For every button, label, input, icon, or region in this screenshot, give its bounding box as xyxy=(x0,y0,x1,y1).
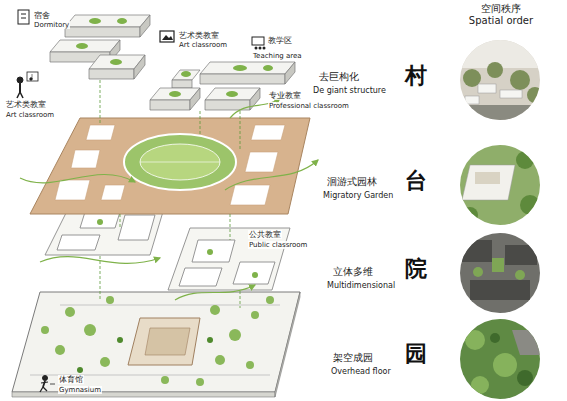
photo-village xyxy=(458,38,543,122)
ground-slab xyxy=(12,292,300,397)
order-en: Migratory Garden xyxy=(322,191,394,200)
label-zh: 艺术类教室 xyxy=(178,31,220,40)
garden-plate xyxy=(30,118,310,214)
section-title: 空间秩序 Spatial order xyxy=(468,3,534,27)
label-zh: 教学区 xyxy=(267,36,293,45)
photo-garden xyxy=(458,143,542,227)
label-zh: 宿舍 xyxy=(33,11,51,20)
order-character: 台 xyxy=(404,168,428,193)
order-character: 园 xyxy=(404,341,428,366)
order-character: 院 xyxy=(404,256,428,281)
label-en: Public classroom xyxy=(248,241,308,249)
order-en: Overhead floor xyxy=(330,367,392,376)
order-zh: 立体多维 xyxy=(332,266,374,278)
label-zh: 艺术类教室 xyxy=(5,100,47,109)
order-zh: 架空成园 xyxy=(332,352,374,364)
picture-icon xyxy=(160,31,174,42)
flow-arrows xyxy=(20,98,318,300)
dormitory-icon xyxy=(18,10,29,24)
label-en: Art classroom xyxy=(5,111,55,119)
order-character: 村 xyxy=(404,63,428,88)
label-en: Art classroom xyxy=(178,41,228,49)
label-en: Gymnasium xyxy=(58,386,102,394)
order-en: De giant structure xyxy=(312,86,387,95)
order-zh: 洄游式园林 xyxy=(326,176,378,188)
teaching-icon xyxy=(252,37,266,50)
photo-overhead-garden xyxy=(458,317,542,401)
top-buildings xyxy=(50,15,295,110)
layer-guides xyxy=(100,80,240,308)
music-person-icon xyxy=(17,72,38,98)
order-zh: 去巨构化 xyxy=(318,71,360,83)
label-zh: 体育馆 xyxy=(58,375,84,384)
runner-icon xyxy=(40,376,55,393)
label-zh: 公共教室 xyxy=(248,230,282,239)
order-en: Multidimensional xyxy=(326,281,396,290)
photo-courtyard xyxy=(458,231,542,315)
label-en: Professional classroom xyxy=(268,102,350,110)
label-en: Teaching area xyxy=(252,52,303,60)
label-en: Dormitory xyxy=(33,21,70,29)
label-zh: 专业教室 xyxy=(268,91,302,100)
